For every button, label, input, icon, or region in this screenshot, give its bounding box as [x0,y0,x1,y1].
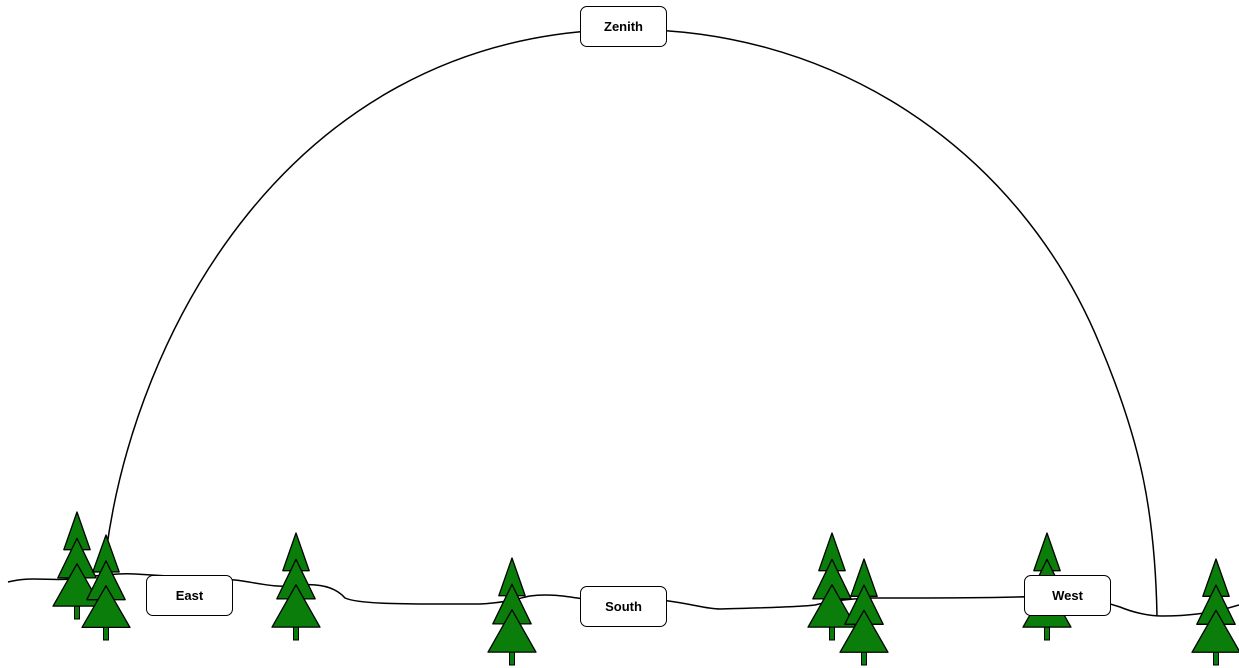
pine-tree-icon [53,512,101,619]
south-label: South [580,586,667,627]
pine-tree-icon [488,558,536,665]
east-label: East [146,575,233,616]
sky-arc [106,29,1157,616]
west-label: West [1024,575,1111,616]
zenith-label: Zenith [580,6,667,47]
pine-tree-icon [1192,559,1239,665]
